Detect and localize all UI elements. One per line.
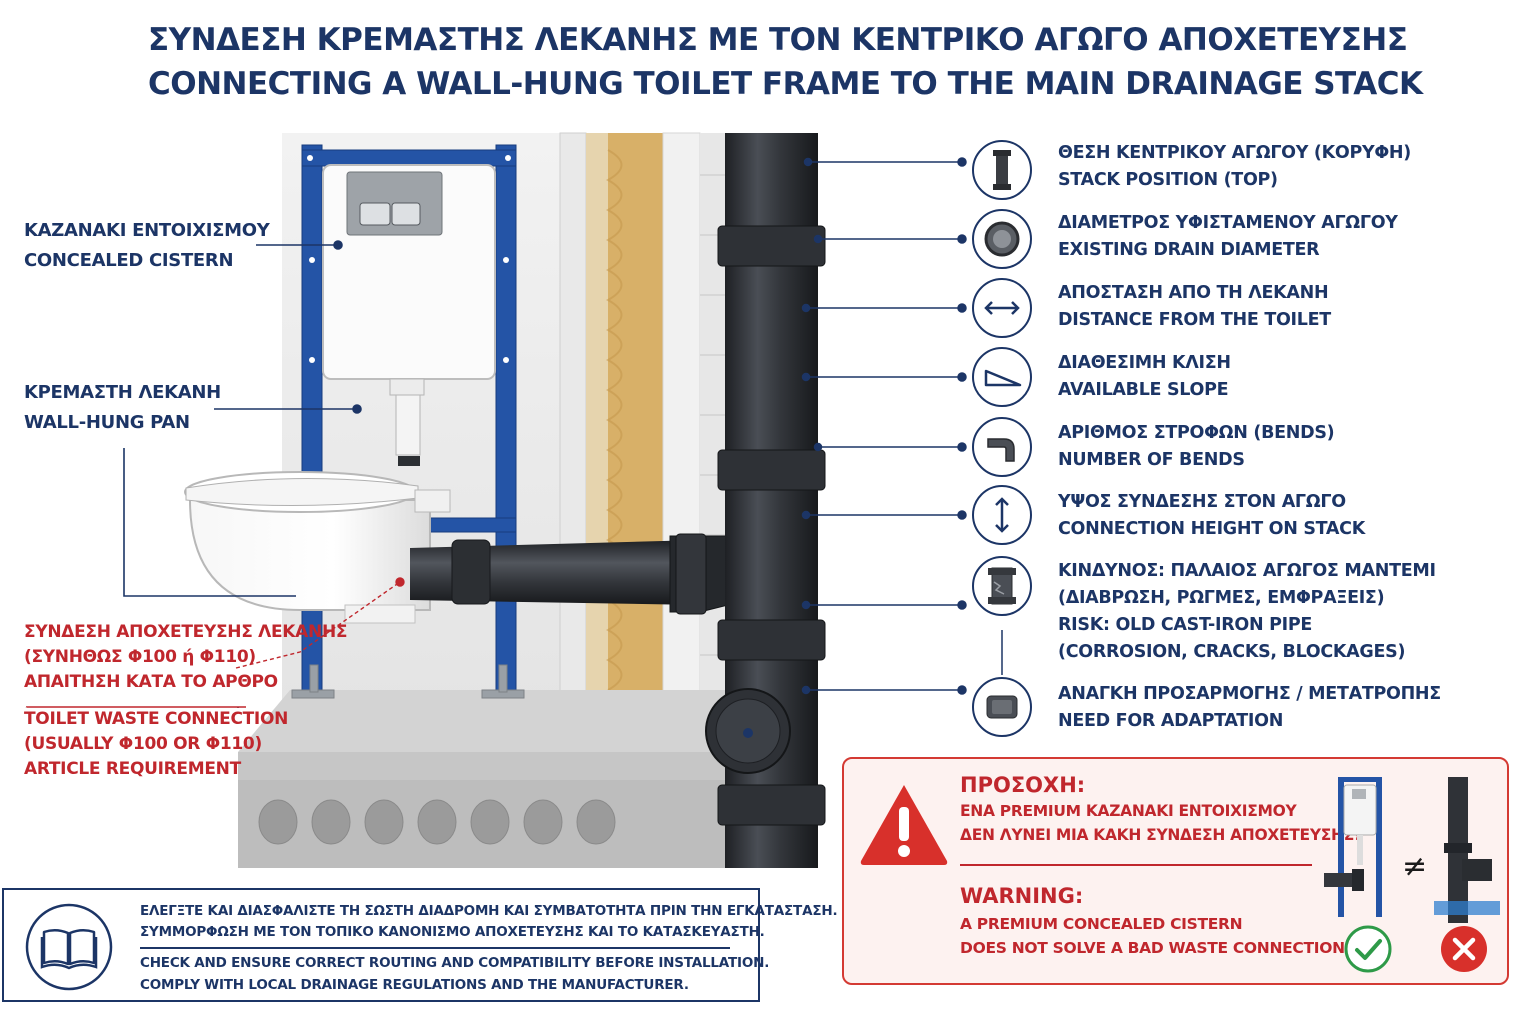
warning-english-2: DOES NOT SOLVE A BAD WASTE CONNECTION! <box>960 939 1352 957</box>
right-leader-lines <box>801 157 1003 695</box>
wall-hung-pan <box>184 471 451 624</box>
warning-divider <box>960 864 1312 866</box>
param-risk-greek: ΚΙΝΔΥΝΟΣ: ΠΑΛΑΙΟΣ ΑΓΩΓΟΣ ΜΑΝΤΕΜΙ <box>1058 561 1436 581</box>
callout-connection-greek-2: (ΣΥΝΗΘΩΣ Φ100 ή Φ110) <box>24 647 256 667</box>
info-english-2: COMPLY WITH LOCAL DRAINAGE REGULATIONS A… <box>140 977 689 993</box>
pipe-section-icon <box>972 209 1032 269</box>
warning-greek-2: ΔΕΝ ΛΥΝΕΙ ΜΙΑ ΚΑΚΗ ΣΥΝΔΕΣΗ ΑΠΟΧΕΤΕΥΣΗΣ! <box>960 826 1361 844</box>
stack-mini-illustration <box>1434 777 1500 923</box>
warning-english-head: WARNING: <box>960 884 1084 908</box>
param-adaptation-english: NEED FOR ADAPTATION <box>1058 711 1284 731</box>
info-box: ΕΛΕΓΞΤΕ ΚΑΙ ΔΙΑΣΦΑΛΙΣΤΕ ΤΗ ΣΩΣΤΗ ΔΙΑΔΡΟΜ… <box>2 888 838 1002</box>
adapter-icon <box>972 677 1032 737</box>
horizontal-arrows-icon <box>972 278 1032 338</box>
param-connection-height: ΥΨΟΣ ΣΥΝΔΕΣΗΣ ΣΤΟΝ ΑΓΩΓΟ CONNECTION HEIG… <box>1058 489 1365 543</box>
info-greek-2: ΣΥΜΜΟΡΦΩΣΗ ΜΕ ΤΟΝ ΤΟΠΙΚΟ ΚΑΝΟΝΙΣΜΟ ΑΠΟΧΕ… <box>140 924 765 940</box>
param-bends-english: NUMBER OF BENDS <box>1058 450 1245 470</box>
callout-cistern-greek: ΚΑΖΑΝΑΚΙ ΕΝΤΟΙΧΙΣΜΟΥ <box>24 220 270 241</box>
param-drain-diameter-greek: ΔΙΑΜΕΤΡΟΣ ΥΦΙΣΤΑΜΕΝΟΥ ΑΓΩΓΟΥ <box>1058 213 1398 233</box>
param-distance-english: DISTANCE FROM THE TOILET <box>1058 310 1331 330</box>
callout-connection-greek-3: ΑΠΑΙΤΗΣΗ ΚΑΤΑ ΤΟ ΑΡΘΡΟ <box>24 672 278 692</box>
warning-triangle-icon <box>860 785 948 865</box>
param-bends: ΑΡΙΘΜΟΣ ΣΤΡΟΦΩΝ (BENDS) NUMBER OF BENDS <box>1058 420 1335 474</box>
red-leader <box>26 577 405 708</box>
vertical-arrows-icon <box>972 485 1032 545</box>
damaged-pipe-icon <box>972 556 1032 616</box>
warning-greek-1: ΕΝΑ PREMIUM ΚΑΖΑΝΑΚΙ ΕΝΤΟΙΧΙΣΜΟΥ <box>960 802 1297 820</box>
title-greek: ΣΥΝΔΕΣΗ ΚΡΕΜΑΣΤΗΣ ΛΕΚΑΝΗΣ ΜΕ ΤΟΝ ΚΕΝΤΡΙΚ… <box>148 22 1408 58</box>
param-risk: ΚΙΝΔΥΝΟΣ: ΠΑΛΑΙΟΣ ΑΓΩΓΟΣ ΜΑΝΤΕΜΙ (ΔΙΑΒΡΩ… <box>1058 558 1436 666</box>
param-drain-diameter: ΔΙΑΜΕΤΡΟΣ ΥΦΙΣΤΑΜΕΝΟΥ ΑΓΩΓΟΥ EXISTING DR… <box>1058 210 1398 264</box>
info-greek-1: ΕΛΕΓΞΤΕ ΚΑΙ ΔΙΑΣΦΑΛΙΣΤΕ ΤΗ ΣΩΣΤΗ ΔΙΑΔΡΟΜ… <box>140 903 838 919</box>
callout-connection-greek: ΣΥΝΔΕΣΗ ΑΠΟΧΕΤΕΥΣΗΣ ΛΕΚΑΝΗΣ (ΣΥΝΗΘΩΣ Φ10… <box>24 620 348 695</box>
callout-connection-english: TOILET WASTE CONNECTION (USUALLY Φ100 OR… <box>24 707 288 782</box>
title-english: CONNECTING A WALL-HUNG TOILET FRAME TO T… <box>148 66 1423 102</box>
param-stack-position-greek: ΘΕΣΗ ΚΕΝΤΡΙΚΟΥ ΑΓΩΓΟΥ (ΚΟΡΥΦΗ) <box>1058 143 1411 163</box>
waste-pipe <box>410 533 749 615</box>
main-stack <box>705 133 826 868</box>
param-slope-english: AVAILABLE SLOPE <box>1058 380 1229 400</box>
cistern <box>322 164 496 466</box>
param-connection-height-english: CONNECTION HEIGHT ON STACK <box>1058 519 1365 539</box>
warning-english-1: A PREMIUM CONCEALED CISTERN <box>960 915 1243 933</box>
param-risk-english: RISK: OLD CAST-IRON PIPE <box>1058 615 1313 635</box>
param-adaptation: ΑΝΑΓΚΗ ΠΡΟΣΑΡΜΟΓΗΣ / ΜΕΤΑΤΡΟΠΗΣ NEED FOR… <box>1058 681 1441 735</box>
callout-pan: ΚΡΕΜΑΣΤΗ ΛΕΚΑΝΗ WALL-HUNG PAN <box>24 378 221 438</box>
callout-connection-english-2: (USUALLY Φ100 OR Φ110) <box>24 734 262 754</box>
frame-mini-illustration <box>1324 777 1382 917</box>
callout-connection-english-1: TOILET WASTE CONNECTION <box>24 709 289 729</box>
param-risk-english-2: (CORROSION, CRACKS, BLOCKAGES) <box>1058 642 1406 662</box>
page-title: ΣΥΝΔΕΣΗ ΚΡΕΜΑΣΤΗΣ ΛΕΚΑΝΗΣ ΜΕ ΤΟΝ ΚΕΝΤΡΙΚ… <box>148 18 1423 106</box>
info-divider <box>140 947 730 949</box>
callout-connection-english-3: ARTICLE REQUIREMENT <box>24 759 241 779</box>
param-stack-position: ΘΕΣΗ ΚΕΝΤΡΙΚΟΥ ΑΓΩΓΟΥ (ΚΟΡΥΦΗ) STACK POS… <box>1058 140 1411 194</box>
param-slope-greek: ΔΙΑΘΕΣΙΜΗ ΚΛΙΣΗ <box>1058 353 1231 373</box>
callout-cistern: ΚΑΖΑΝΑΚΙ ΕΝΤΟΙΧΙΣΜΟΥ CONCEALED CISTERN <box>24 216 270 276</box>
info-english-1: CHECK AND ENSURE CORRECT ROUTING AND COM… <box>140 955 770 971</box>
callout-cistern-english: CONCEALED CISTERN <box>24 250 234 271</box>
warning-box: ΠΡΟΣΟΧΗ: ΕΝΑ PREMIUM ΚΑΖΑΝΑΚΙ ΕΝΤΟΙΧΙΣΜΟ… <box>842 757 1509 985</box>
param-slope: ΔΙΑΘΕΣΙΜΗ ΚΛΙΣΗ AVAILABLE SLOPE <box>1058 350 1231 404</box>
param-adaptation-greek: ΑΝΑΓΚΗ ΠΡΟΣΑΡΜΟΓΗΣ / ΜΕΤΑΤΡΟΠΗΣ <box>1058 684 1441 704</box>
param-distance: ΑΠΟΣΤΑΣΗ ΑΠΟ ΤΗ ΛΕΚΑΝΗ DISTANCE FROM THE… <box>1058 280 1331 334</box>
callout-pan-greek: ΚΡΕΜΑΣΤΗ ΛΕΚΑΝΗ <box>24 382 221 403</box>
book-icon <box>25 903 113 991</box>
pipe-bend-icon <box>972 417 1032 477</box>
param-risk-greek-2: (ΔΙΑΒΡΩΣΗ, ΡΩΓΜΕΣ, ΕΜΦΡΑΞΕΙΣ) <box>1058 588 1385 608</box>
param-stack-position-english: STACK POSITION (TOP) <box>1058 170 1278 190</box>
param-drain-diameter-english: EXISTING DRAIN DIAMETER <box>1058 240 1320 260</box>
callout-connection-greek-1: ΣΥΝΔΕΣΗ ΑΠΟΧΕΤΕΥΣΗΣ ΛΕΚΑΝΗΣ <box>24 622 348 642</box>
slope-triangle-icon <box>972 347 1032 407</box>
pipe-vertical-icon <box>972 140 1032 200</box>
not-equal-sign: ≠ <box>1402 849 1428 884</box>
param-connection-height-greek: ΥΨΟΣ ΣΥΝΔΕΣΗΣ ΣΤΟΝ ΑΓΩΓΟ <box>1058 492 1346 512</box>
param-bends-greek: ΑΡΙΘΜΟΣ ΣΤΡΟΦΩΝ (BENDS) <box>1058 423 1335 443</box>
cross-icon <box>1441 926 1487 972</box>
param-distance-greek: ΑΠΟΣΤΑΣΗ ΑΠΟ ΤΗ ΛΕΚΑΝΗ <box>1058 283 1329 303</box>
check-icon <box>1344 925 1392 973</box>
warning-greek-head: ΠΡΟΣΟΧΗ: <box>960 773 1086 797</box>
callout-pan-english: WALL-HUNG PAN <box>24 412 190 433</box>
left-leader-lines <box>123 240 362 708</box>
